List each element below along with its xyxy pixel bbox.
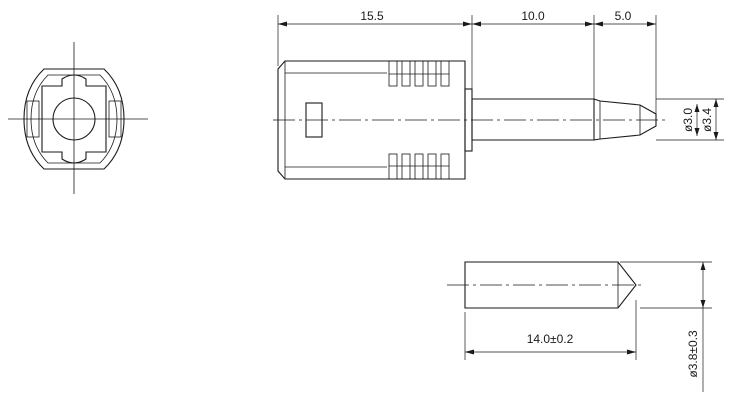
dim-label-tip-length: 5.0 xyxy=(615,9,632,23)
end-view-right-slot xyxy=(108,100,122,138)
end-view-left-slot xyxy=(26,100,40,138)
end-view-bore-circle xyxy=(52,97,96,141)
dim-label-body-length: 15.5 xyxy=(360,9,384,23)
upper-thread xyxy=(388,60,450,87)
pin-tip xyxy=(593,98,657,141)
pin-shank xyxy=(471,98,595,141)
end-view-keyed-socket xyxy=(41,74,107,164)
dim-label-bushing-length: 14.0±0.2 xyxy=(527,332,574,346)
end-view-outer-contour xyxy=(23,68,125,170)
dim-label-diam-inner: ø3.0 xyxy=(681,108,695,132)
end-view-inner-contour xyxy=(30,74,118,164)
top-dimension-chain: 15.5 10.0 5.0 xyxy=(277,9,657,114)
bushing-outline xyxy=(464,261,637,309)
end-view xyxy=(8,42,148,194)
dim-label-diam-outer: ø3.4 xyxy=(700,108,714,132)
lower-thread xyxy=(388,153,450,180)
dim-label-bushing-diameter: ø3.8±0.3 xyxy=(686,330,700,378)
side-view xyxy=(273,60,668,180)
bushing-view: 14.0±0.2 ø3.8±0.3 xyxy=(447,261,712,392)
diameter-dimensions: ø3.0 ø3.4 xyxy=(656,98,724,141)
dim-label-pin-length: 10.0 xyxy=(521,9,545,23)
